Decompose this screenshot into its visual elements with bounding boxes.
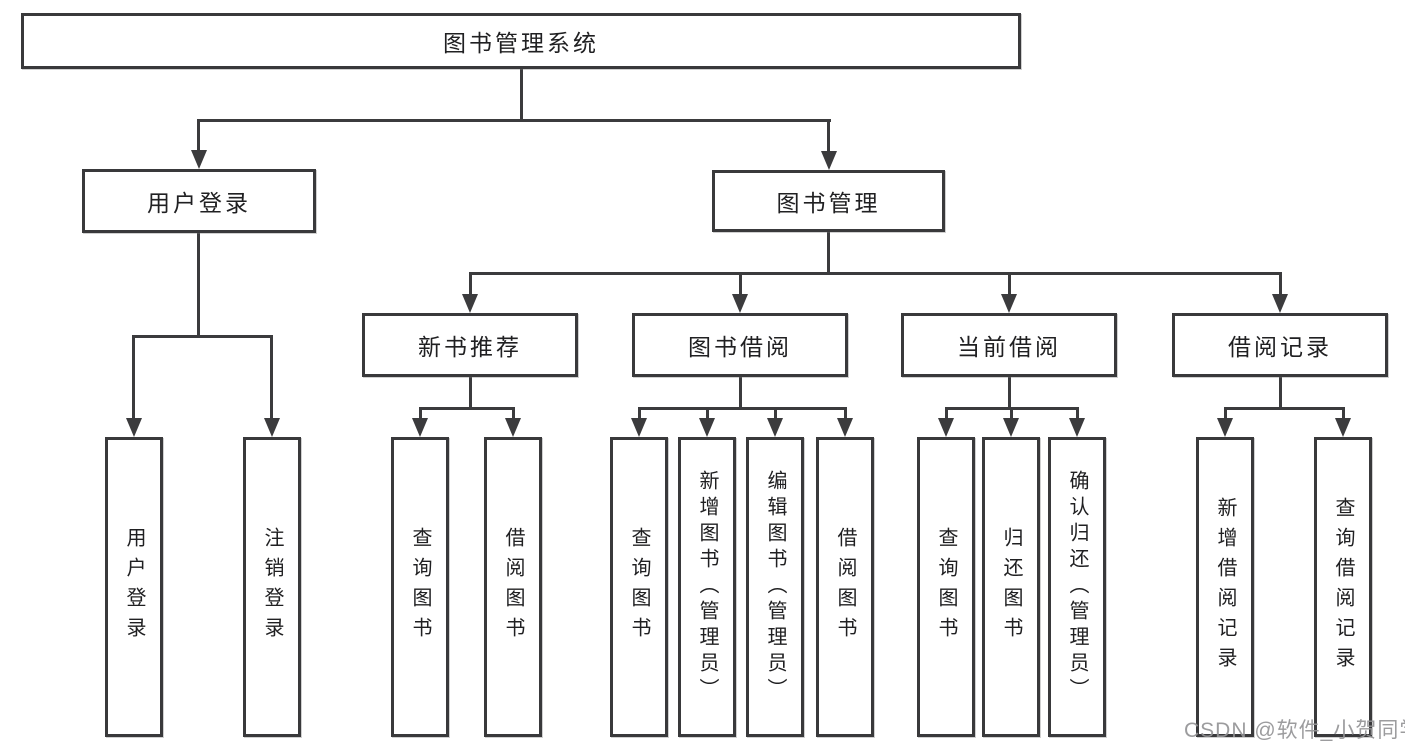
arrow-down-icon [1003,418,1019,437]
arrow-down-icon [505,418,521,437]
leaf-confirm-return-admin: 确认归还（管理员） [1048,437,1106,737]
leaf-user-login: 用户登录 [105,437,163,737]
arrow-down-icon [1217,418,1233,437]
arrow-down-icon [821,151,837,170]
leaf-label: 编辑图书（管理员） [764,470,786,704]
arrow-down-icon [1335,418,1351,437]
connector-shaft [638,407,641,420]
leaf-add-books-admin: 新增图书（管理员） [678,437,736,737]
leaf-label: 借阅图书 [502,527,524,647]
leaf-label: 查询图书 [409,527,431,647]
leaf-label: 借阅图书 [834,527,856,647]
leaf-edit-books-admin: 编辑图书（管理员） [746,437,804,737]
node-new-book-recommend: 新书推荐 [362,313,578,377]
leaf-borrow-books-2: 借阅图书 [816,437,874,737]
connector-shaft [827,119,830,152]
leaf-return-books: 归还图书 [982,437,1040,737]
arrow-down-icon [699,418,715,437]
connector-shaft [1279,272,1282,296]
connector-currentborrow-stem [1008,377,1011,410]
connector-shaft [774,407,777,420]
connector-bookmgmt-stem [827,232,830,275]
node-book-borrow: 图书借阅 [632,313,848,377]
leaf-label: 新增图书（管理员） [696,470,718,704]
connector-shaft [419,407,422,420]
leaf-query-books-2: 查询图书 [610,437,668,737]
arrow-down-icon [126,418,142,437]
arrow-down-icon [462,294,478,313]
connector-bookborrow-stem [739,377,742,410]
connector-level2-bracket [197,119,831,122]
connector-userlogin-stem [197,233,200,338]
arrow-down-icon [631,418,647,437]
arrow-down-icon [191,150,207,169]
leaf-label: 新增借阅记录 [1214,497,1236,677]
leaf-logout: 注销登录 [243,437,301,737]
connector-shaft [739,272,742,296]
connector-shaft [945,407,948,420]
connector-shaft [1010,407,1013,420]
connector-records-stem [1279,377,1282,410]
connector-newbooks-bracket [419,407,515,410]
connector-records-bracket [1224,407,1344,410]
arrow-down-icon [1069,418,1085,437]
connector-shaft [1224,407,1227,420]
connector-shaft [1342,407,1345,420]
leaf-label: 用户登录 [123,527,145,647]
node-root-system: 图书管理系统 [21,13,1021,69]
arrow-down-icon [264,418,280,437]
connector-root-stem [520,69,523,121]
connector-shaft [469,272,472,296]
leaf-borrow-books-1: 借阅图书 [484,437,542,737]
connector-shaft [844,407,847,420]
leaf-label: 归还图书 [1000,527,1022,647]
node-book-management: 图书管理 [712,170,945,232]
node-borrow-records: 借阅记录 [1172,313,1388,377]
leaf-label: 注销登录 [261,527,283,647]
connector-level3-bracket [469,272,1282,275]
connector-shaft [706,407,709,420]
connector-userlogin-bracket [133,335,273,338]
leaf-query-books-1: 查询图书 [391,437,449,737]
csdn-watermark: CSDN @软件_小贺同学 [1184,719,1405,742]
leaf-label: 查询借阅记录 [1332,497,1354,677]
node-current-borrow: 当前借阅 [901,313,1117,377]
arrow-down-icon [1272,294,1288,313]
arrow-down-icon [837,418,853,437]
leaf-label: 确认归还（管理员） [1066,470,1088,704]
connector-shaft [1008,272,1011,296]
leaf-query-borrow-record: 查询借阅记录 [1314,437,1372,737]
connector-shaft [270,335,273,420]
leaf-label: 查询图书 [935,527,957,647]
leaf-label: 查询图书 [628,527,650,647]
connector-shaft [132,335,135,420]
connector-newbooks-stem [469,377,472,410]
arrow-down-icon [732,294,748,313]
arrow-down-icon [1001,294,1017,313]
leaf-query-books-3: 查询图书 [917,437,975,737]
connector-shaft [197,119,200,152]
leaf-add-borrow-record: 新增借阅记录 [1196,437,1254,737]
node-user-login: 用户登录 [82,169,316,233]
connector-bookborrow-bracket [638,407,846,410]
connector-shaft [1076,407,1079,420]
arrow-down-icon [412,418,428,437]
arrow-down-icon [767,418,783,437]
arrow-down-icon [938,418,954,437]
connector-shaft [512,407,515,420]
